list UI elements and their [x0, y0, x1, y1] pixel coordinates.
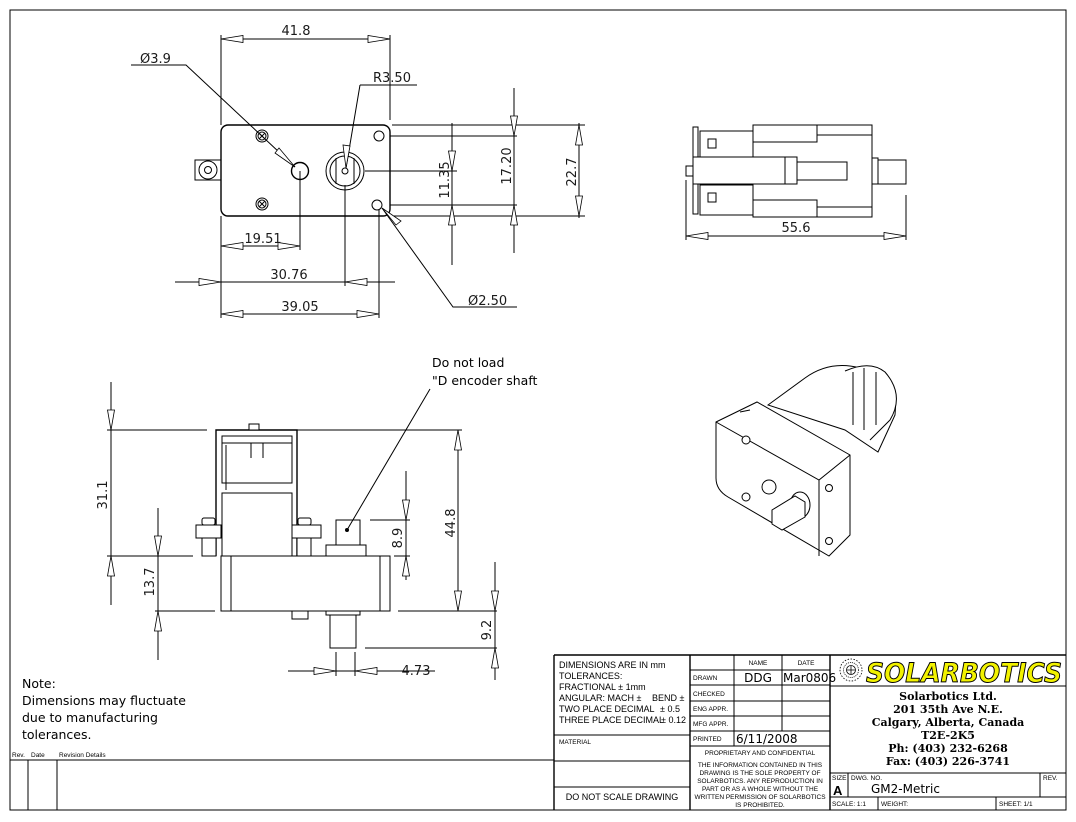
note-block: Note: Dimensions may fluctuate due to ma… [22, 676, 186, 742]
sheet-label: SHEET: 1/1 [999, 801, 1033, 808]
dim-8-9: 8.9 [391, 528, 406, 549]
tolerance-line: THREE PLACE DECIMAL [559, 715, 664, 725]
tolerance-value: ± 0.12 [661, 715, 686, 725]
tolerance-line: DIMENSIONS ARE IN mm [559, 660, 666, 670]
screw-icon [255, 197, 269, 211]
logo-text: SOLARBOTICS [866, 658, 1062, 689]
dim-39-05: 39.05 [281, 300, 318, 315]
small-hole [373, 130, 385, 142]
drawn-label: DRAWN [693, 675, 718, 682]
dim-22-7: 22.7 [565, 158, 580, 187]
proprietary-text: PART OR AS A WHOLE WITHOUT THE [702, 786, 819, 793]
checked-label: CHECKED [693, 691, 725, 698]
proprietary-title: PROPRIETARY AND CONFIDENTIAL [705, 750, 816, 757]
dim-11-35: 11.35 [438, 161, 453, 198]
sheet-border [9, 9, 1067, 811]
sun-icon [839, 658, 863, 682]
output-shaft [329, 614, 357, 649]
mfg-appr-label: MFG APPR. [693, 721, 729, 728]
front-view: 31.1 13.7 8.9 44.8 9.2 4.73 Do not load … [96, 355, 537, 680]
proprietary-text: THE INFORMATION CONTAINED IN THIS [698, 762, 823, 769]
material-label: MATERIAL [559, 739, 591, 746]
title-block: DIMENSIONS ARE IN mm TOLERANCES: FRACTIO… [553, 654, 1066, 810]
dim-55-6: 55.6 [782, 221, 811, 236]
note-line: tolerances. [22, 727, 91, 742]
date-label: Date [31, 752, 45, 759]
tolerance-line: ANGULAR: MACH ± [559, 693, 642, 703]
callout-line2: "D encoder shaft [432, 373, 537, 388]
motor-can [221, 442, 293, 484]
do-not-scale: DO NOT SCALE DRAWING [566, 792, 679, 802]
gearbox-front [220, 555, 391, 612]
company-name: Solarbotics Ltd. [899, 690, 997, 703]
encoder-shaft [335, 519, 361, 546]
rev-label: REV. [1043, 775, 1058, 782]
dim-hole-dia: Ø3.9 [140, 52, 171, 67]
dim-radius: R3.50 [373, 71, 411, 86]
company-street: 201 35th Ave N.E. [893, 703, 1003, 716]
company-fax: Fax: (403) 226-3741 [886, 755, 1010, 768]
drawn-date: Mar0806 [783, 671, 836, 685]
isometric-view [715, 365, 897, 557]
tolerance-line: TWO PLACE DECIMAL [559, 704, 655, 714]
dim-19-51: 19.51 [244, 232, 281, 247]
weight-label: WEIGHT: [881, 801, 908, 808]
dim-31-1: 31.1 [96, 481, 111, 510]
note-title: Note: [22, 676, 56, 691]
tolerance-line: TOLERANCES: [559, 671, 622, 681]
company-phone: Ph: (403) 232-6268 [888, 742, 1008, 755]
note-line: due to manufacturing [22, 710, 158, 725]
size-label: SIZE [832, 775, 847, 782]
dim-9-2: 9.2 [480, 620, 495, 641]
date-header: DATE [798, 660, 816, 667]
callout-line1: Do not load [432, 355, 504, 370]
dim-30-76: 30.76 [270, 268, 307, 283]
gearbox-plate [220, 124, 391, 217]
proprietary-text: WRITTEN PERMISSION OF SOLARBOTICS [694, 794, 826, 801]
top-view: 41.8 Ø3.9 R3.50 11.35 17.20 22.7 19.51 3… [131, 24, 585, 318]
tolerance-value: ± 0.5 [660, 704, 680, 714]
dwg-no-label: DWG. NO. [851, 775, 882, 782]
note-line: Dimensions may fluctuate [22, 693, 186, 708]
scale-label: SCALE: 1:1 [832, 801, 866, 808]
size-value: A [833, 783, 843, 798]
company-city: Calgary, Alberta, Canada [872, 716, 1025, 729]
output-shaft-side [877, 159, 907, 185]
revision-block: Rev. Date Revision Details [10, 752, 554, 810]
revision-details-label: Revision Details [59, 752, 106, 759]
side-view: 55.6 [685, 124, 907, 240]
dim-17-20: 17.20 [500, 147, 515, 184]
printed-date: 6/11/2008 [736, 732, 798, 746]
dwg-no-value: GM2-Metric [871, 782, 940, 796]
solarbotics-logo: SOLARBOTICS [839, 658, 1063, 690]
proprietary-text: IS PROHIBITED. [735, 802, 785, 809]
dim-small-hole-dia: Ø2.50 [468, 294, 507, 309]
printed-label: PRINTED [693, 736, 722, 743]
name-header: NAME [749, 660, 768, 667]
tolerance-line: FRACTIONAL ± 1mm [559, 682, 646, 692]
rev-label: Rev. [12, 752, 25, 759]
dim-4-73: 4.73 [402, 664, 431, 679]
company-postal: T2E-2K5 [921, 729, 975, 742]
motor-side [692, 156, 798, 185]
dim-41-8: 41.8 [282, 24, 311, 39]
drawn-name: DDG [744, 671, 772, 685]
proprietary-text: DRAWING IS THE SOLE PROPERTY OF [699, 770, 820, 777]
small-hole [371, 199, 383, 211]
proprietary-text: SOLARBOTICS. ANY REPRODUCTION IN [697, 778, 823, 785]
tolerance-line: BEND ± [652, 693, 685, 703]
dim-44-8: 44.8 [444, 509, 459, 538]
dim-13-7: 13.7 [143, 568, 158, 597]
eng-appr-label: ENG APPR. [693, 706, 728, 713]
